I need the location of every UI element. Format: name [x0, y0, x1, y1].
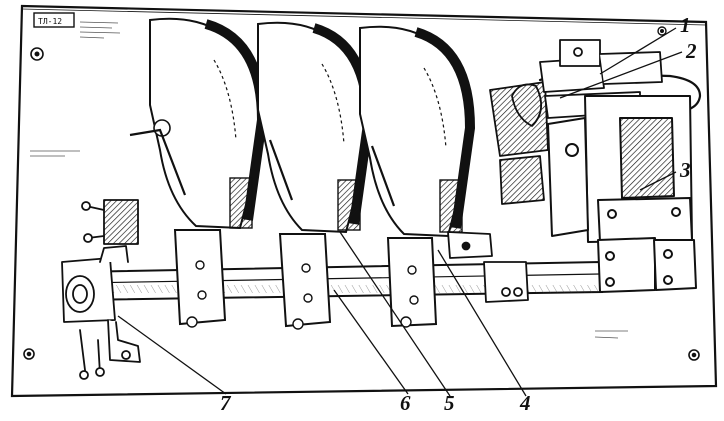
callout-labels: 1 2 3 4 5 6 7: [220, 13, 697, 415]
left-bearing-bracket: [61, 199, 141, 380]
callout-6: 6: [400, 391, 411, 415]
arc-chute-1: [129, 17, 268, 328]
callout-5: 5: [444, 391, 455, 415]
panel-stencil-marks: [30, 21, 628, 339]
callout-3: 3: [679, 158, 691, 182]
arc-chute-3: [359, 25, 476, 328]
panel-marking: ТЛ-12: [38, 17, 62, 26]
callout-4: 4: [519, 391, 531, 415]
leader-lines: [117, 27, 683, 397]
panel-screws: [23, 26, 700, 361]
panel-nameplate: ТЛ-12: [33, 12, 75, 28]
callout-7: 7: [220, 391, 232, 415]
callout-1: 1: [680, 13, 691, 37]
right-mounting-frame: [547, 95, 697, 293]
fixed-contact-terminal: [447, 231, 529, 303]
callout-2: 2: [685, 39, 697, 63]
